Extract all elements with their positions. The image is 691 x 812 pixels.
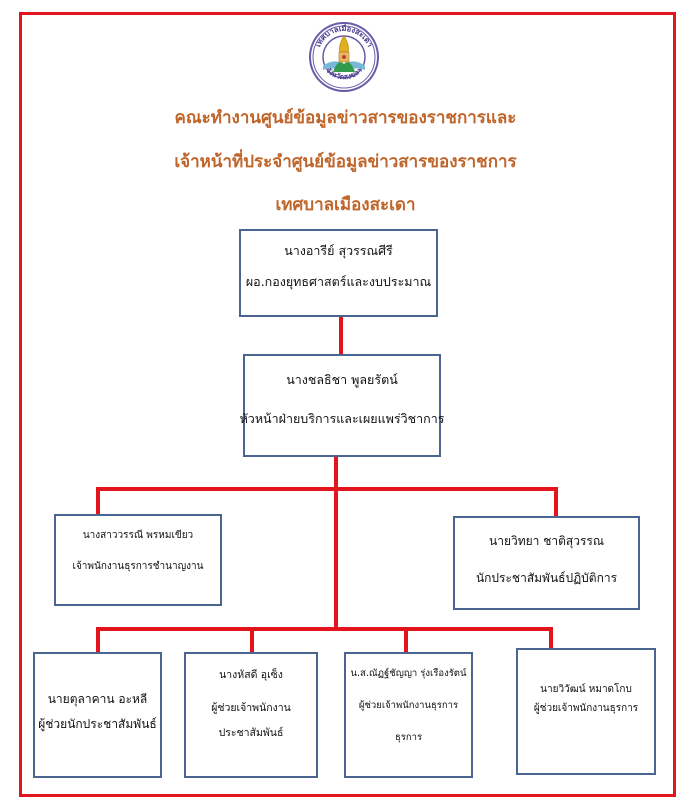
org-box-assistant-2: นางหัสดี อุเซ็ง ผู้ช่วยเจ้าพนักงาน ประชา… [184, 652, 318, 778]
person-position: ผู้ช่วยเจ้าพนักงานธุรการ [533, 703, 639, 714]
title-line-2: เจ้าหน้าที่ประจำศูนย์ข้อมูลข่าวสารของราช… [174, 152, 517, 172]
person-name: นางชลธิชา พูลยรัตน์ [286, 372, 398, 387]
title-line-3: เทศบาลเมืองสะเดา [275, 195, 416, 215]
org-box-assistant-1: นายตุลาคาน อะหลี ผู้ช่วยนักประชาสัมพันธ์ [33, 652, 162, 778]
connector-l3-drop-right [554, 487, 558, 517]
connector-l4-drop-4 [549, 627, 553, 649]
person-name: นายวิวัฒน์ หมาดโกบ [540, 684, 632, 695]
person-position: ผอ.กองยุทธศาสตร์และงบประมาณ [245, 274, 432, 289]
person-position: ผู้ช่วยเจ้าพนักงาน [211, 702, 291, 714]
person-position: เจ้าพนักงานธุรการชำนาญงาน [72, 561, 204, 572]
person-position: ผู้ช่วยเจ้าพนักงานธุรการ [358, 700, 459, 711]
person-name: น.ส.ณัฏฐ์ชัญญา รุ่งเรืองรัตน์ [350, 668, 467, 679]
connector-l1-l2 [339, 316, 343, 355]
person-name: นางหัสดี อุเซ็ง [219, 669, 283, 681]
title-line-1: คณะทำงานศูนย์ข้อมูลข่าวสารของราชการและ [174, 108, 517, 128]
org-box-staff-1: นางสาววรรณี พรหมเขียว เจ้าพนักงานธุรการช… [54, 514, 222, 606]
person-position: นักประชาสัมพันธ์ปฏิบัติการ [475, 571, 618, 585]
person-name: นางอารีย์ สุวรรณศีรี [284, 243, 393, 258]
org-box-assistant-3: น.ส.ณัฏฐ์ชัญญา รุ่งเรืองรัตน์ ผู้ช่วยเจ้… [344, 652, 473, 778]
municipality-seal-logo: เทศบาลเมืองสะเดา จังหวัดสงขลา [309, 22, 379, 92]
connector-l3-bar [96, 487, 558, 491]
person-position-cont: ประชาสัมพันธ์ [218, 727, 284, 739]
org-box-staff-2: นายวิทยา ชาติสุวรรณ นักประชาสัมพันธ์ปฏิบ… [453, 516, 640, 610]
connector-l4-bar [96, 627, 553, 631]
person-name: นายตุลาคาน อะหลี [47, 692, 148, 706]
org-box-head: นางชลธิชา พูลยรัตน์ หัวหน้าฝ่ายบริการและ… [240, 354, 444, 457]
person-position-cont: ธุรการ [394, 732, 423, 743]
connector-l4-drop-2 [250, 627, 254, 653]
person-name: นางสาววรรณี พรหมเขียว [82, 530, 194, 541]
connector-l3-drop-left [96, 487, 100, 515]
person-name: นายวิทยา ชาติสุวรรณ [489, 534, 604, 548]
connector-l2-trunk [334, 456, 338, 630]
connector-l4-drop-1 [96, 627, 100, 653]
page-frame [19, 12, 676, 797]
org-box-assistant-4: นายวิวัฒน์ หมาดโกบ ผู้ช่วยเจ้าพนักงานธุร… [516, 648, 656, 775]
person-position: หัวหน้าฝ่ายบริการและเผยแพร่วิชาการ [239, 411, 445, 426]
seal-hill [333, 62, 355, 72]
org-box-director: นางอารีย์ สุวรรณศีรี ผอ.กองยุทธศาสตร์และ… [239, 229, 438, 317]
person-position: ผู้ช่วยนักประชาสัมพันธ์ [38, 717, 157, 731]
connector-l4-drop-3 [404, 627, 408, 653]
